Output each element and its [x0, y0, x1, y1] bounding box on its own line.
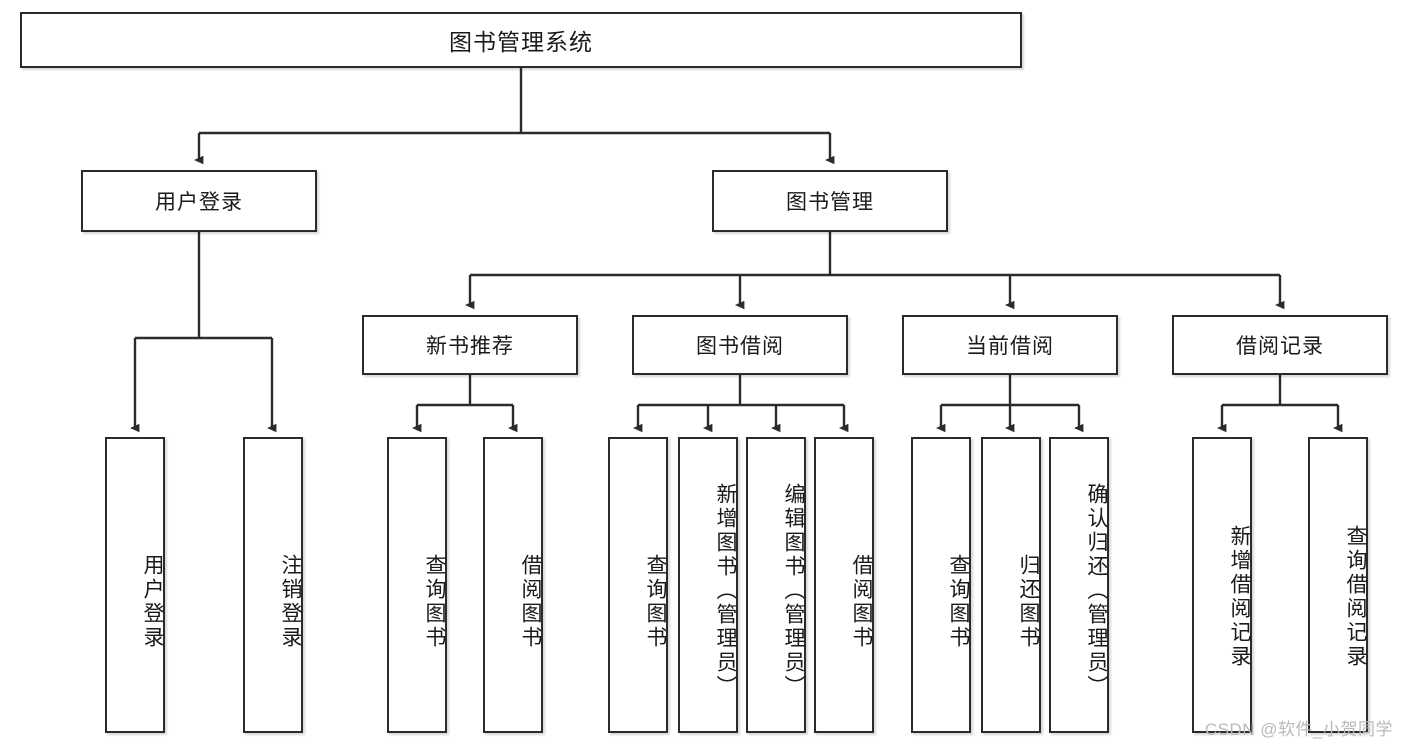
leaf-return-book[interactable]: 归还图书: [981, 437, 1041, 733]
node-book-management-system[interactable]: 图书管理系统: [20, 12, 1022, 68]
node-label: 图书管理: [786, 191, 874, 214]
leaf-logout-login[interactable]: 注销登录: [243, 437, 303, 733]
node-label: 用户登录: [155, 191, 243, 214]
node-label: 编辑图书（管理员）: [782, 483, 805, 699]
leaf-borrow-book-borrow[interactable]: 借阅图书: [814, 437, 874, 733]
node-label: 归还图书: [1017, 554, 1040, 650]
leaf-user-login[interactable]: 用户登录: [105, 437, 165, 733]
node-label: 查询图书: [644, 554, 667, 650]
leaf-query-book-recommend[interactable]: 查询图书: [387, 437, 447, 733]
node-label: 查询图书: [947, 554, 970, 650]
leaf-confirm-return-admin[interactable]: 确认归还（管理员）: [1049, 437, 1109, 733]
node-label: 图书管理系统: [449, 29, 593, 55]
leaf-query-borrow-record[interactable]: 查询借阅记录: [1308, 437, 1368, 733]
csdn-watermark: CSDN @软件_小贺同学: [1204, 720, 1393, 739]
node-label: 新增借阅记录: [1228, 525, 1251, 669]
node-label: 借阅图书: [850, 554, 873, 650]
node-book-borrow[interactable]: 图书借阅: [632, 315, 848, 375]
node-label: 新增图书（管理员）: [714, 483, 737, 699]
node-label: 查询图书: [423, 554, 446, 650]
node-current-borrow[interactable]: 当前借阅: [902, 315, 1118, 375]
leaf-add-book-admin[interactable]: 新增图书（管理员）: [678, 437, 738, 733]
node-label: 用户登录: [141, 554, 164, 650]
node-label: 注销登录: [279, 554, 302, 650]
leaf-add-borrow-record[interactable]: 新增借阅记录: [1192, 437, 1252, 733]
node-label: 图书借阅: [696, 335, 784, 358]
node-label: 当前借阅: [966, 335, 1054, 358]
leaf-query-book-borrow[interactable]: 查询图书: [608, 437, 668, 733]
leaf-borrow-book-recommend[interactable]: 借阅图书: [483, 437, 543, 733]
node-label: 确认归还（管理员）: [1085, 483, 1108, 699]
node-label: 借阅图书: [519, 554, 542, 650]
node-label: 查询借阅记录: [1344, 525, 1367, 669]
node-new-book-recommend[interactable]: 新书推荐: [362, 315, 578, 375]
node-label: 新书推荐: [426, 335, 514, 358]
node-user-login[interactable]: 用户登录: [81, 170, 317, 232]
node-book-management[interactable]: 图书管理: [712, 170, 948, 232]
node-label: 借阅记录: [1236, 335, 1324, 358]
node-borrow-record[interactable]: 借阅记录: [1172, 315, 1388, 375]
leaf-edit-book-admin[interactable]: 编辑图书（管理员）: [746, 437, 806, 733]
leaf-query-book-current[interactable]: 查询图书: [911, 437, 971, 733]
